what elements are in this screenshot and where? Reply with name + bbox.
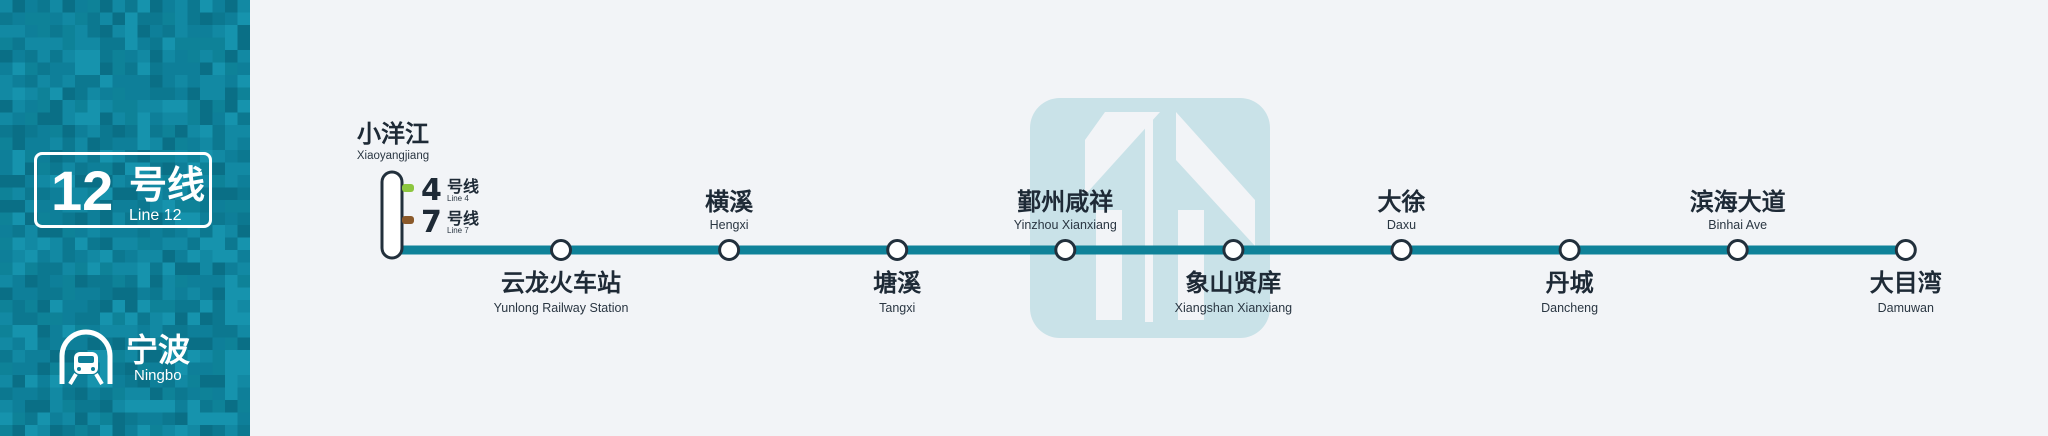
station-name-cn: 大徐 xyxy=(1378,188,1426,216)
line-label-en: Line 12 xyxy=(129,207,182,224)
station-dot xyxy=(1390,239,1413,261)
transfer-line7-en: Line 7 xyxy=(447,226,469,235)
transfer-line4-number: 4 xyxy=(421,173,442,208)
station: 滨海大道 Binhai Ave xyxy=(1690,188,1786,261)
station: 象山贤庠 Xiangshan Xianxiang xyxy=(1175,239,1292,315)
station-name-en: Dancheng xyxy=(1541,301,1598,315)
transfer-line4-cn: 号线 xyxy=(447,177,479,196)
line-label-cn: 号线 xyxy=(129,163,206,207)
route-map: 小洋江 Xiaoyangjiang 4 号线 Line 4 7 号线 Line … xyxy=(357,98,1942,338)
station-dot xyxy=(550,239,572,261)
station-dot xyxy=(1894,239,1917,261)
terminal-name-en: Xiaoyangjiang xyxy=(357,150,429,162)
stations: 云龙火车站 Yunlong Railway Station 横溪 Hengxi 塘溪 Ta… xyxy=(494,188,1942,315)
terminal-station: 小洋江 Xiaoyangjiang 4 号线 Line 4 7 号线 Line … xyxy=(357,120,479,260)
station-name-cn: 大目湾 xyxy=(1870,269,1942,297)
station-name-en: Hengxi xyxy=(710,218,749,232)
station: 大徐 Daxu xyxy=(1378,188,1426,261)
station-dot xyxy=(1726,239,1749,261)
transfer-line7-number: 7 xyxy=(421,205,442,240)
station: 鄞州咸祥 Yinzhou Xianxiang xyxy=(1014,188,1117,261)
line-number: 12 xyxy=(51,159,114,222)
station-dot xyxy=(718,239,741,261)
city-name-en: Ningbo xyxy=(134,367,182,384)
station-dot xyxy=(886,239,909,261)
watermark-icon xyxy=(1030,98,1270,338)
station: 横溪 Hengxi xyxy=(705,188,754,261)
station-name-en: Damuwan xyxy=(1878,301,1934,315)
station: 大目湾 Damuwan xyxy=(1870,239,1942,315)
station-name-en: Daxu xyxy=(1387,218,1416,232)
station-name-cn: 滨海大道 xyxy=(1690,188,1786,216)
station-name-en: Yunlong Railway Station xyxy=(494,301,629,315)
station: 云龙火车站 Yunlong Railway Station xyxy=(494,239,629,315)
station-name-en: Binhai Ave xyxy=(1708,218,1767,232)
transfer-line4-en: Line 4 xyxy=(447,194,469,203)
station-name-cn: 丹城 xyxy=(1546,269,1594,297)
line-badge: 12 号线 Line 12 xyxy=(34,152,212,228)
station: 丹城 Dancheng xyxy=(1541,239,1598,315)
station-name-en: Tangxi xyxy=(879,301,915,315)
station-dot xyxy=(1054,239,1077,261)
sidebar: 12 号线 Line 12 宁波 Ningbo xyxy=(0,0,250,436)
terminal-name-cn: 小洋江 xyxy=(357,120,429,148)
station-name-cn: 象山贤庠 xyxy=(1185,269,1281,297)
line7-marker xyxy=(402,216,414,224)
station-name-en: Xiangshan Xianxiang xyxy=(1175,301,1292,315)
station-name-cn: 塘溪 xyxy=(873,269,922,297)
station-dot xyxy=(1222,239,1245,261)
station-name-en: Yinzhou Xianxiang xyxy=(1014,218,1117,232)
city-name-cn: 宁波 xyxy=(126,331,191,369)
station-name-cn: 横溪 xyxy=(705,188,754,216)
station-name-cn: 云龙火车站 xyxy=(501,269,621,297)
station: 塘溪 Tangxi xyxy=(873,239,922,315)
city-logo: 宁波 Ningbo xyxy=(56,328,236,388)
line4-marker xyxy=(402,184,414,192)
station-name-cn: 鄞州咸祥 xyxy=(1017,188,1113,216)
metro-logo-icon xyxy=(59,329,113,386)
station-dot xyxy=(1558,239,1581,261)
transfer-line7-cn: 号线 xyxy=(447,209,479,228)
